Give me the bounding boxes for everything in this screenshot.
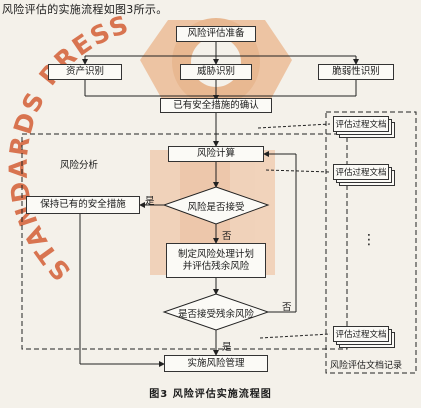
node-plan-line2: 并评估残余风险	[182, 260, 250, 272]
node-threat: 威胁识别	[180, 64, 252, 80]
decision-accept-shape	[162, 186, 270, 225]
node-implement: 实施风险管理	[164, 355, 268, 372]
node-plan-line1: 制定风险处理计划	[177, 248, 254, 260]
branch-yes-1: 是	[145, 196, 155, 207]
record-document-2: 评估过程文档	[333, 164, 389, 180]
record-document-1: 评估过程文档	[333, 116, 389, 132]
node-plan: 制定风险处理计划 并评估残余风险	[166, 243, 266, 278]
branch-yes-2: 是	[222, 342, 232, 353]
record-document-3: 评估过程文档	[333, 326, 389, 342]
analysis-region	[21, 133, 348, 350]
figure-caption: 图3 风险评估实施流程图	[149, 389, 272, 400]
decision-residual-label: 是否接受残余风险	[177, 309, 254, 320]
node-vuln: 脆弱性识别	[318, 64, 394, 80]
decision-residual-shape	[162, 293, 270, 331]
records-region-label: 风险评估文档记录	[330, 361, 403, 371]
decision-accept-label: 风险是否接受	[187, 202, 245, 213]
analysis-region-label: 风险分析	[60, 160, 99, 171]
record-ellipsis: ⋮	[362, 232, 376, 248]
node-existing: 已有安全措施的确认	[160, 98, 272, 113]
intro-text: 风险评估的实施流程如图3所示。	[2, 3, 168, 16]
node-keep: 保持已有的安全措施	[26, 196, 140, 214]
records-region	[325, 111, 417, 374]
node-asset: 资产识别	[48, 64, 122, 80]
branch-no-2: 否	[282, 302, 292, 313]
branch-no-1: 否	[222, 231, 232, 242]
node-analysis: 风险计算	[168, 146, 264, 162]
node-prepare: 风险评估准备	[176, 26, 256, 42]
